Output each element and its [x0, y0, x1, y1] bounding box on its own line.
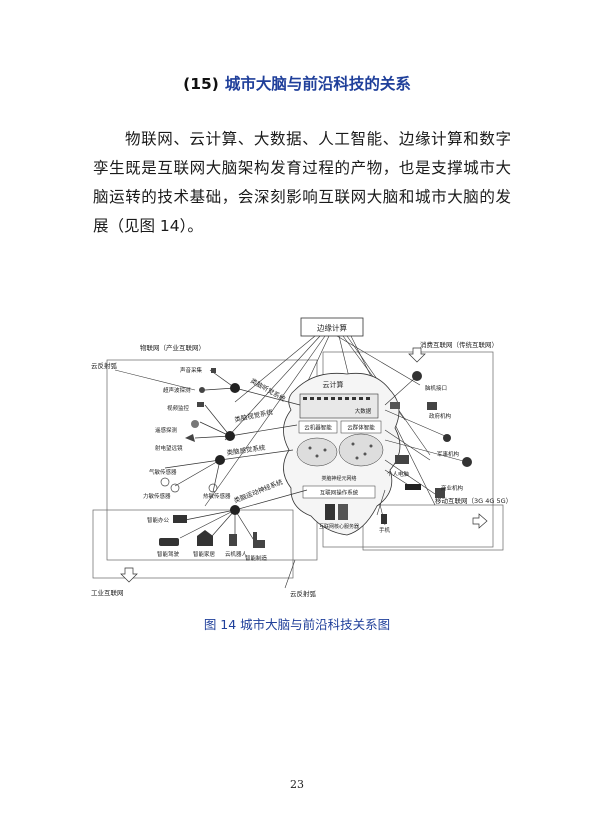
industrial-robot-label: 云机器人: [225, 550, 248, 558]
cloud-reflex-bottom-label: 云反射弧: [290, 589, 317, 598]
industrial-manufacturing-label: 智能制造: [245, 554, 268, 562]
os-label: 互联网操作系统: [320, 489, 359, 497]
sensor-sound: 声音采集: [180, 366, 203, 374]
network-icon: [462, 457, 472, 467]
cloud-machine-box: [298, 420, 338, 434]
robot-icon: [229, 534, 237, 546]
consumer-commercial-label: 商业机构: [441, 484, 464, 492]
sensor-radar: 射电望远镜: [155, 444, 183, 452]
mobile-region: [362, 504, 504, 551]
microphone-icon: [211, 368, 216, 373]
cloud-swarm-box: [340, 420, 382, 434]
satellite-icon: [191, 420, 199, 428]
camera-icon: [197, 402, 204, 407]
cloud-swarm-label: 云群体智能: [347, 424, 375, 432]
right-arrow-icon: [472, 513, 488, 529]
section-heading: (15) 城市大脑与前沿科技的关系: [0, 72, 594, 94]
heat-sensor-icon: [208, 483, 218, 493]
sensor-force: 力敏传感器: [143, 492, 171, 500]
section-number: (15): [183, 75, 219, 93]
pc-icon: [395, 455, 409, 464]
consumer-pc-label: 个人电脑: [387, 470, 410, 478]
industrial-driving-label: 智能驾驶: [157, 550, 180, 558]
big-data-label: 大数据: [355, 407, 372, 415]
industrial-home-label: 智能家居: [193, 550, 216, 558]
consumer-military-label: 军事机构: [437, 450, 460, 458]
vision-system-label: 类脑视觉系统: [234, 407, 275, 424]
neural-network-label: 类脑神经元网络: [321, 475, 356, 482]
radar-dish-icon: [185, 434, 195, 442]
central-brain: 云计算 大数据 云机器智能 云群体智能 类脑神经元网络 互联网操作系统 互联网核…: [283, 372, 401, 536]
sonar-icon: [199, 387, 205, 393]
hearing-hub: [230, 383, 240, 393]
down-arrow-icon: [120, 567, 138, 583]
figure-14: 边缘计算 物联网（产业互联网） 消费互联网（传统互联网） 云反射弧 云反射弧 工…: [85, 310, 510, 608]
printer-icon: [173, 515, 187, 523]
edge-computing-box: [300, 317, 364, 337]
house-icon: [197, 530, 213, 546]
cloud-computing-label: 云计算: [323, 380, 344, 389]
motor-hub: [230, 505, 240, 515]
edge-computing-label: 边缘计算: [317, 323, 347, 333]
page-number: 23: [290, 778, 304, 791]
monitor-icon: [390, 402, 400, 409]
cloud-machine-label: 云机器智能: [304, 424, 332, 432]
sensor-video: 视频监控: [167, 404, 190, 412]
sensing-hub: [215, 455, 225, 465]
sensor-gas: 气敏传感器: [149, 468, 177, 476]
moneybag-icon: [435, 488, 445, 498]
phone-icon: [381, 514, 387, 524]
hearing-system-label: 类脑听觉系统: [249, 376, 288, 404]
sensor-ultrasonic: 超声波探测: [163, 386, 191, 394]
factory-icon: [253, 532, 265, 548]
vr-glasses-icon: [405, 484, 421, 490]
motor-system-label: 类脑运动神经系统: [232, 477, 284, 505]
industrial-internet-label: 工业互联网: [91, 588, 124, 597]
consumer-phone-label: 手机: [379, 526, 391, 534]
building-icon: [427, 402, 437, 410]
server-icon: [325, 504, 348, 520]
neural-cluster-right: [338, 433, 384, 467]
consumer-government-label: 政府机构: [429, 412, 452, 420]
iot-label: 物联网（产业互联网）: [140, 343, 205, 352]
sensor-heat: 热敏传感器: [203, 492, 231, 500]
industrial-office-label: 智能办公: [147, 516, 170, 524]
mobile-internet-label: 移动互联网（3G 4G 5G）: [435, 496, 510, 505]
core-server-label: 互联网核心服务器: [319, 523, 359, 530]
person-icon: [412, 371, 422, 381]
soldier-icon: [443, 434, 451, 442]
vision-hub: [225, 431, 235, 441]
figure-caption: 图 14 城市大脑与前沿科技关系图: [203, 617, 391, 632]
gas-sensor-icon: [160, 477, 170, 487]
force-sensor-icon: [170, 483, 180, 493]
down-arrow-icon: [408, 347, 426, 363]
sensor-remote: 遥感探测: [155, 426, 178, 434]
neural-cluster-left: [296, 437, 338, 467]
car-icon: [159, 538, 179, 546]
body-paragraph: 物联网、云计算、大数据、人工智能、边缘计算和数字孪生既是互联网大脑架构发育过程的…: [93, 130, 511, 235]
consumer-interface-label: 脑机接口: [425, 384, 447, 392]
section-title: 城市大脑与前沿科技的关系: [224, 75, 411, 93]
architecture-diagram: 边缘计算 物联网（产业互联网） 消费互联网（传统互联网） 云反射弧 云反射弧 工…: [91, 317, 510, 598]
consumer-internet-label: 消费互联网（传统互联网）: [420, 340, 498, 349]
os-box: [302, 485, 376, 499]
cloud-reflex-top-label: 云反射弧: [91, 361, 118, 370]
industrial-region: [92, 509, 294, 579]
